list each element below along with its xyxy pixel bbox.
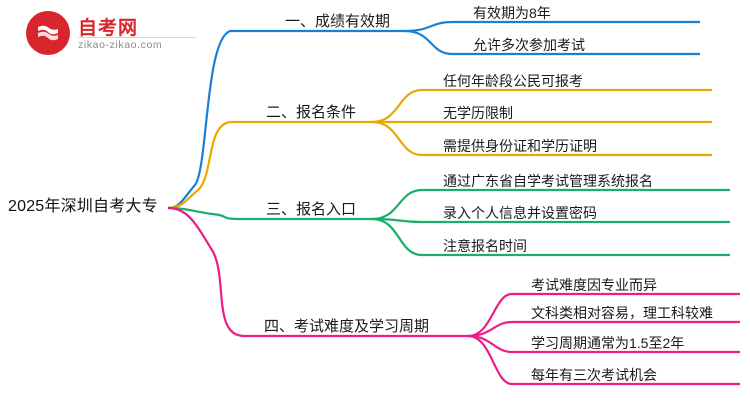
swoosh-icon bbox=[37, 24, 59, 42]
leaf-4-1[interactable]: 考试难度因专业而异 bbox=[531, 277, 657, 293]
branch-label-4[interactable]: 四、考试难度及学习周期 bbox=[264, 318, 430, 335]
branch-label-2[interactable]: 二、报名条件 bbox=[266, 104, 357, 121]
leaf-4-2[interactable]: 文科类相对容易，理工科较难 bbox=[531, 305, 713, 321]
logo-mark bbox=[26, 11, 70, 55]
leaf-1-1[interactable]: 有效期为8年 bbox=[473, 5, 551, 21]
mindmap-root[interactable]: 2025年深圳自考大专 bbox=[8, 198, 158, 215]
leaf-2-1[interactable]: 任何年龄段公民可报考 bbox=[443, 73, 583, 89]
branch-label-3[interactable]: 三、报名入口 bbox=[266, 201, 357, 218]
leaf-4-3[interactable]: 学习周期通常为1.5至2年 bbox=[531, 335, 685, 351]
branch-label-1[interactable]: 一、成绩有效期 bbox=[285, 13, 391, 30]
logo-domain: zikao-zikao.com bbox=[78, 39, 163, 51]
leaf-1-2[interactable]: 允许多次参加考试 bbox=[473, 37, 585, 53]
logo-divider bbox=[78, 37, 196, 38]
leaf-4-4[interactable]: 每年有三次考试机会 bbox=[531, 367, 657, 383]
logo-text: 自考网 bbox=[78, 18, 139, 39]
leaf-3-2[interactable]: 录入个人信息并设置密码 bbox=[443, 205, 597, 221]
leaf-2-3[interactable]: 需提供身份证和学历证明 bbox=[443, 138, 597, 154]
leaf-3-1[interactable]: 通过广东省自学考试管理系统报名 bbox=[443, 173, 653, 189]
site-logo: 自考网 zikao-zikao.com bbox=[26, 8, 201, 60]
leaf-3-3[interactable]: 注意报名时间 bbox=[443, 238, 527, 254]
leaf-2-2[interactable]: 无学历限制 bbox=[443, 105, 513, 121]
